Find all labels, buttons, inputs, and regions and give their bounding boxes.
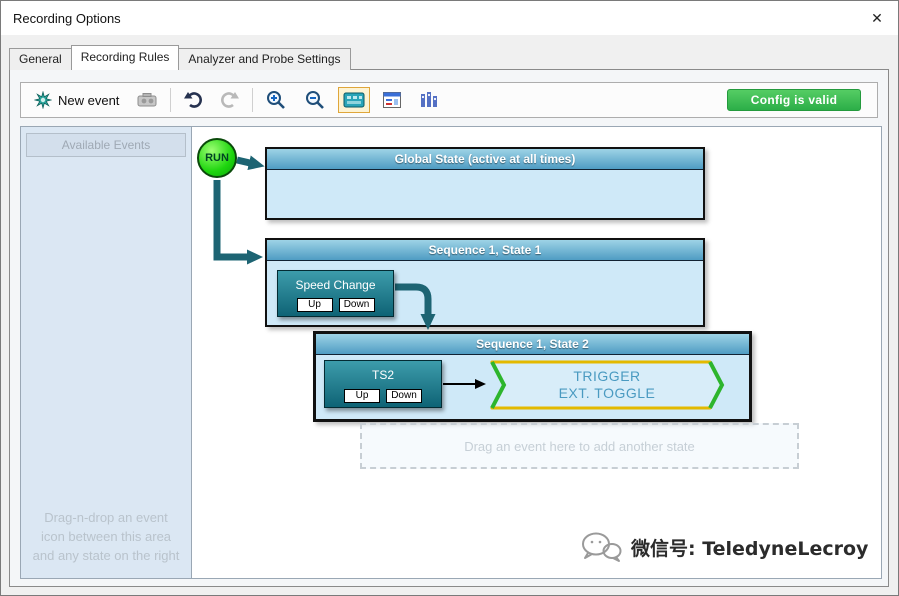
event-speed-change-label: Speed Change [295, 277, 376, 292]
trigger-line1: TRIGGER [573, 367, 641, 384]
watermark-text: 微信号: TeledyneLecroy [631, 537, 869, 560]
dialog-body: General Recording Rules Analyzer and Pro… [1, 35, 898, 595]
redo-icon [221, 92, 240, 108]
tab-general[interactable]: General [9, 48, 72, 70]
properties-icon [383, 92, 402, 108]
trigger-label: TRIGGER EXT. TOGGLE [489, 359, 725, 411]
state-global[interactable]: Global State (active at all times) [265, 147, 705, 220]
event-ts2-buttons: Up Down [325, 389, 441, 407]
ts2-down-button[interactable]: Down [386, 389, 422, 403]
event-ts2[interactable]: TS2 Up Down [324, 360, 442, 408]
ts2-up-button[interactable]: Up [344, 389, 380, 403]
display-settings-icon [343, 92, 365, 108]
recording-rules-pane: New event [9, 69, 889, 587]
state-diagram-canvas[interactable]: Global State (active at all times) Seque… [192, 127, 881, 578]
close-icon[interactable]: ✕ [871, 9, 883, 26]
event-speed-change[interactable]: Speed Change Up Down [277, 270, 394, 317]
watermark: 微信号: TeledyneLecroy [580, 531, 868, 563]
window-title: Recording Options [13, 10, 121, 26]
trigger-shape [490, 360, 725, 410]
undo-icon [184, 92, 203, 108]
run-node[interactable]: RUN [197, 138, 237, 178]
new-event-icon [34, 91, 52, 109]
add-state-drop-zone[interactable]: Drag an event here to add another state [360, 423, 799, 469]
config-status-badge: Config is valid [727, 89, 861, 111]
new-event-button[interactable]: New event [29, 87, 124, 113]
toolbar-separator [252, 88, 254, 112]
tab-analyzer-probe-settings[interactable]: Analyzer and Probe Settings [178, 48, 351, 70]
rules-workspace: Available Events Drag-n-drop an event ic… [20, 126, 882, 579]
speed-change-up-button[interactable]: Up [296, 298, 333, 312]
delete-event-button[interactable] [131, 87, 163, 113]
toolbar-separator [170, 88, 172, 112]
toolbar: New event [20, 82, 878, 118]
speed-change-down-button[interactable]: Down [338, 298, 375, 312]
titlebar: Recording Options ✕ [1, 1, 898, 35]
event-ts2-label: TS2 [371, 368, 394, 382]
state-global-title: Global State (active at all times) [267, 149, 703, 170]
trigger-action[interactable]: TRIGGER EXT. TOGGLE [489, 359, 725, 411]
tab-recording-rules[interactable]: Recording Rules [70, 45, 180, 70]
state-seq1-state2-title: Sequence 1, State 2 [316, 334, 749, 355]
delete-event-icon [137, 93, 157, 107]
properties-button[interactable] [377, 87, 407, 113]
display-settings-button[interactable] [338, 87, 371, 113]
event-table-button[interactable] [414, 87, 444, 113]
redo-button[interactable] [215, 87, 245, 113]
add-state-drop-hint: Drag an event here to add another state [464, 438, 695, 454]
zoom-in-icon [267, 91, 286, 109]
panel-drag-hint: Drag-n-drop an event icon between this a… [32, 510, 180, 564]
event-speed-change-buttons: Up Down [278, 298, 393, 316]
event-table-icon [421, 92, 438, 107]
zoom-out-icon [306, 91, 325, 109]
available-events-panel[interactable]: Available Events Drag-n-drop an event ic… [21, 127, 192, 578]
wechat-icon [582, 532, 622, 562]
tab-bar: General Recording Rules Analyzer and Pro… [9, 45, 351, 70]
zoom-in-button[interactable] [260, 87, 292, 113]
new-event-label: New event [58, 92, 120, 108]
undo-button[interactable] [178, 87, 208, 113]
state-seq1-state1-title: Sequence 1, State 1 [267, 240, 703, 261]
available-events-header: Available Events [26, 133, 186, 157]
trigger-line2: EXT. TOGGLE [558, 385, 656, 401]
zoom-out-button[interactable] [299, 87, 331, 113]
